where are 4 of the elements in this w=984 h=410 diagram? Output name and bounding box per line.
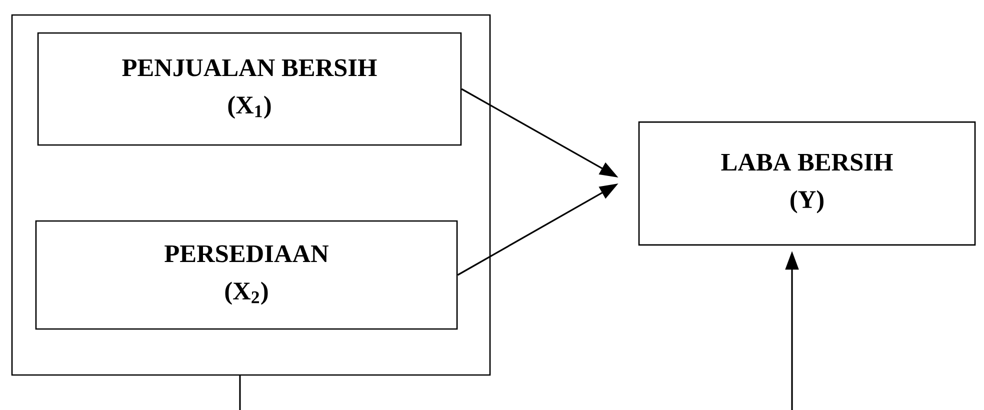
variable-box: PENJUALAN BERSIH (X$_{1}$) bbox=[37, 32, 462, 146]
variable-box: PERSEDIAAN (X$_{2}$) bbox=[35, 220, 458, 330]
variable-box: LABA BERSIH (Y) bbox=[638, 121, 976, 246]
group-box bbox=[11, 14, 491, 376]
